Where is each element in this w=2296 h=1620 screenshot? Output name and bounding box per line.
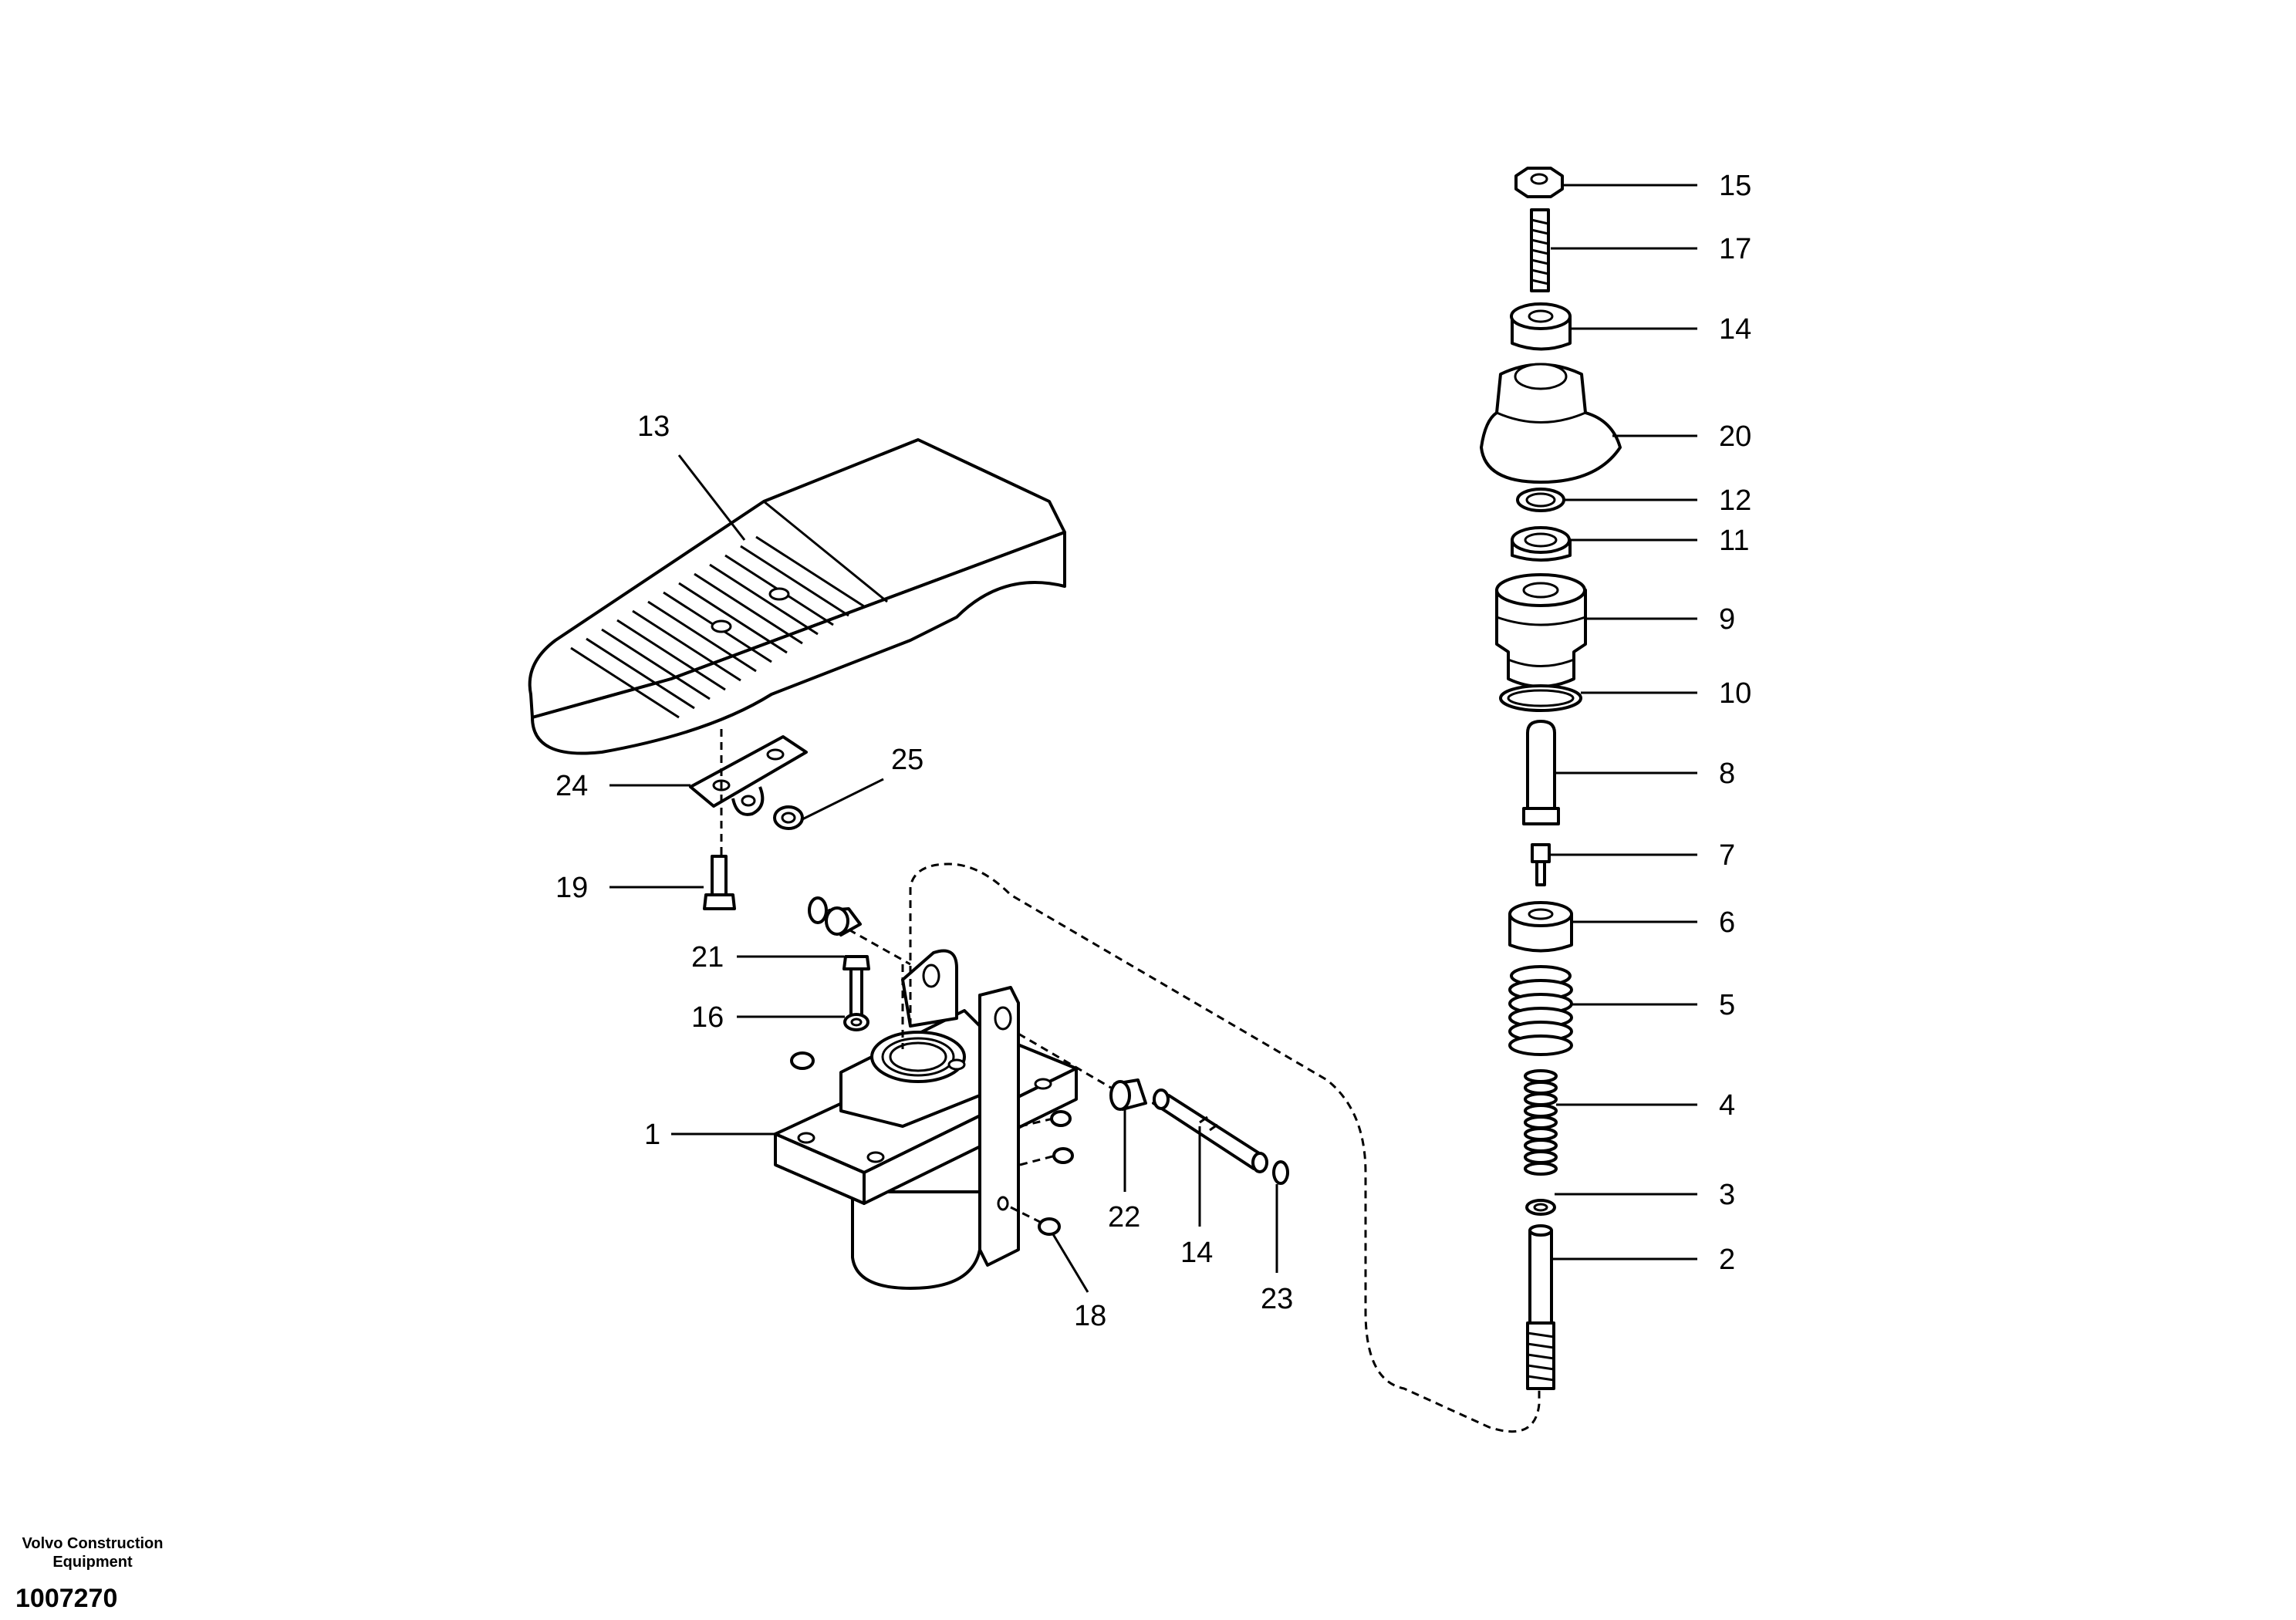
- callout-7: 7: [1719, 839, 1735, 872]
- retainer-part-6: [1508, 901, 1573, 953]
- bolt-part-19: [703, 855, 736, 910]
- callout-21: 21: [691, 941, 724, 974]
- callout-24: 24: [555, 770, 588, 802]
- screw-part-7: [1531, 843, 1551, 886]
- assembly-guide-lines: [720, 729, 1541, 1433]
- callout-1: 1: [644, 1119, 660, 1151]
- bracket-part-24: [689, 735, 808, 816]
- ring-part-23: [1272, 1160, 1289, 1185]
- callout-23: 23: [1261, 1283, 1293, 1315]
- callout-12: 12: [1719, 484, 1751, 517]
- callout-11: 11: [1719, 525, 1749, 557]
- pin-part-14: [1152, 1088, 1268, 1173]
- callout-10: 10: [1719, 677, 1751, 710]
- callout-15: 14: [1719, 313, 1751, 346]
- footer: Volvo Construction Equipment 1007270: [15, 1535, 163, 1613]
- plunger-part-8: [1522, 720, 1560, 825]
- bushing-part-11: [1511, 526, 1572, 562]
- callout-2: 2: [1719, 1244, 1735, 1276]
- callout-5: 5: [1719, 989, 1735, 1021]
- o-ring-upper: [808, 896, 828, 924]
- callout-19: 19: [555, 872, 588, 904]
- bushing-part-22: [1109, 1078, 1147, 1111]
- callout-16-lower: 16: [691, 1001, 724, 1034]
- callout-18: 18: [1074, 1300, 1106, 1332]
- brand-line-2: Equipment: [52, 1554, 133, 1571]
- spring-part-5: [1508, 965, 1573, 1056]
- callout-6: 6: [1719, 906, 1735, 939]
- housing-part-1: [774, 949, 1078, 1290]
- callout-labels: 15 17 14 20 12 11 9 10 8 7 6 5 4 3 2 13 …: [555, 170, 1751, 1332]
- callout-17: 17: [1719, 233, 1751, 265]
- boot-part-20: [1480, 363, 1622, 484]
- callout-4: 4: [1719, 1089, 1735, 1122]
- bolt-part-21: [842, 955, 870, 1017]
- callout-8: 8: [1719, 758, 1735, 790]
- callout-3: 3: [1719, 1179, 1735, 1211]
- o-ring-part-10: [1499, 684, 1582, 712]
- callout-20: 20: [1719, 420, 1751, 453]
- brand-line-1: Volvo Construction: [22, 1535, 164, 1552]
- leader-lines: [609, 184, 1697, 1293]
- washer-part-16-lower: [843, 1013, 869, 1031]
- pedal-part-13: [528, 438, 1066, 755]
- rod-part-2: [1526, 1224, 1555, 1390]
- stud-part-17: [1530, 208, 1550, 292]
- callout-25: 25: [891, 744, 923, 776]
- seal-part-12: [1516, 488, 1565, 512]
- plug-part-9: [1495, 573, 1587, 688]
- document-number: 1007270: [15, 1584, 117, 1613]
- bushing-upper: [825, 906, 862, 937]
- bushing-part-25: [773, 805, 804, 830]
- spring-part-4: [1524, 1069, 1558, 1176]
- seal-part-15: [1510, 302, 1572, 351]
- nut-part-16-top: [1514, 167, 1564, 198]
- callout-13: 13: [637, 410, 670, 443]
- callout-22: 22: [1108, 1201, 1140, 1234]
- callout-14: 14: [1180, 1237, 1213, 1269]
- washer-part-3: [1525, 1199, 1556, 1216]
- callout-16-top: 15: [1719, 170, 1751, 202]
- callout-9: 9: [1719, 603, 1735, 636]
